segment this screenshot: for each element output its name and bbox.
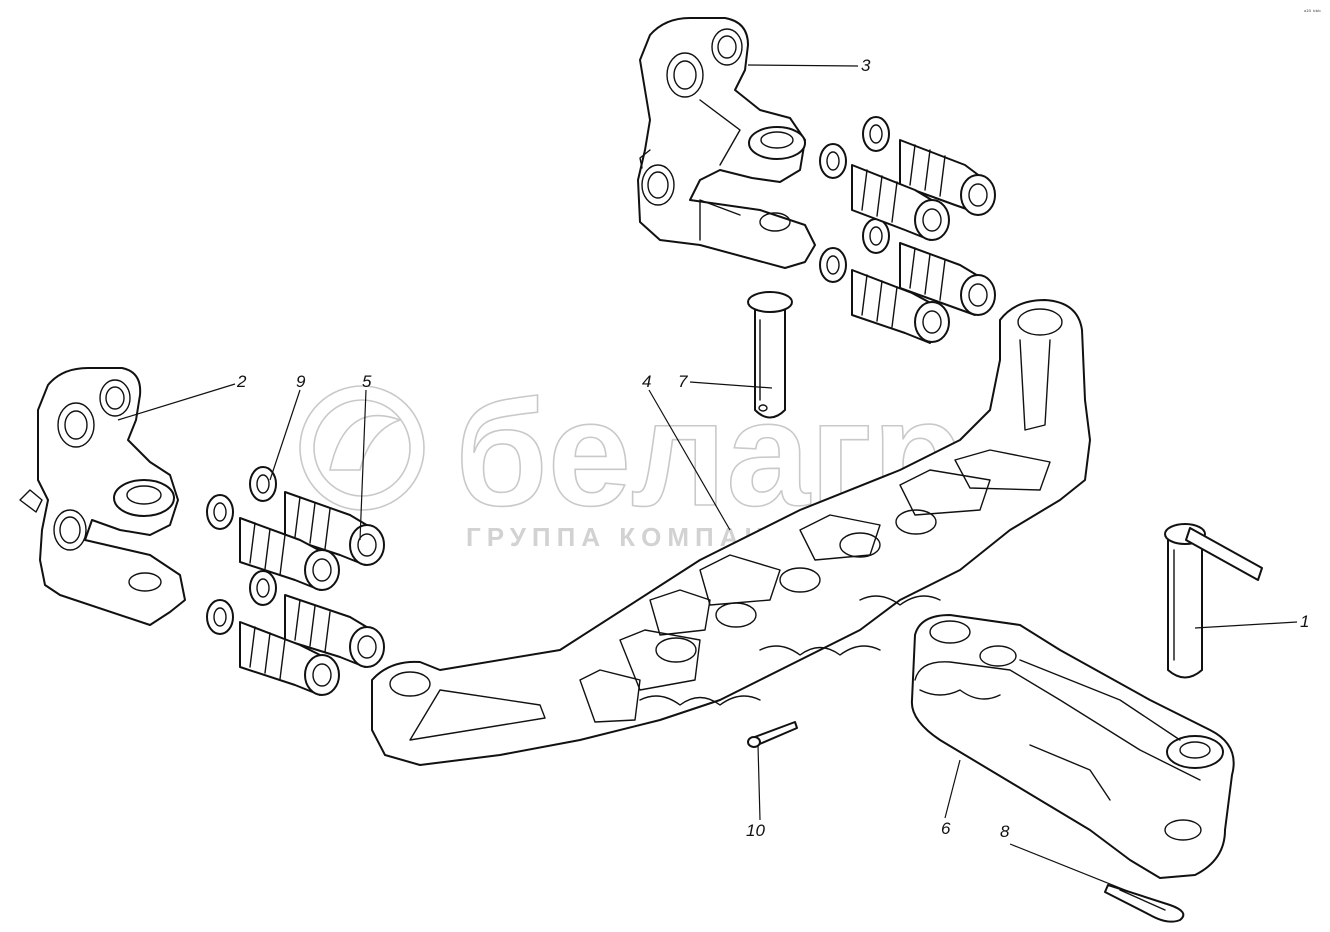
callout-7: 7 (678, 372, 688, 391)
part-8-cotter-pin (1104, 884, 1185, 923)
part-7-pin (747, 291, 793, 419)
callout-3: 3 (861, 56, 871, 75)
part-1-handle-pin (1164, 523, 1263, 679)
part-2-left-bracket (19, 367, 186, 626)
bolt-lower-4 (239, 621, 340, 696)
callout-6: 6 (941, 819, 951, 838)
callouts: 1 2 3 4 5 6 7 8 9 10 (236, 56, 1309, 841)
part-6-hitch-link (910, 614, 1235, 879)
bolt-lower-2 (239, 517, 340, 591)
washer-upper-4 (819, 247, 847, 283)
bolt-group-upper (819, 116, 996, 344)
callout-1: 1 (1300, 612, 1309, 631)
washer-lower-3 (249, 570, 277, 606)
bolt-lower-1 (284, 491, 385, 566)
callout-4: 4 (642, 372, 651, 391)
callout-9: 9 (296, 372, 306, 391)
bolt-upper-2 (851, 164, 950, 241)
bolt-upper-4 (851, 269, 950, 344)
washer-upper-1 (862, 116, 890, 152)
callout-10: 10 (746, 821, 765, 840)
part-10-small-pin (747, 721, 798, 748)
washer-upper-3 (862, 218, 890, 254)
leader-lines (117, 64, 1298, 893)
corner-note: ᵃ²⁵ ᵇᵇᵇ (1304, 9, 1321, 16)
part-4-drawbar-frame (371, 299, 1091, 766)
callout-2: 2 (236, 372, 247, 391)
part-3-upper-bracket (637, 17, 816, 269)
washer-lower-4 (206, 599, 234, 635)
washer-lower-1 (249, 466, 277, 502)
callout-5: 5 (362, 372, 372, 391)
washer-lower-2 (206, 494, 234, 530)
washer-upper-2 (819, 143, 847, 179)
bolt-group-lower (206, 466, 385, 696)
callout-8: 8 (1000, 822, 1010, 841)
